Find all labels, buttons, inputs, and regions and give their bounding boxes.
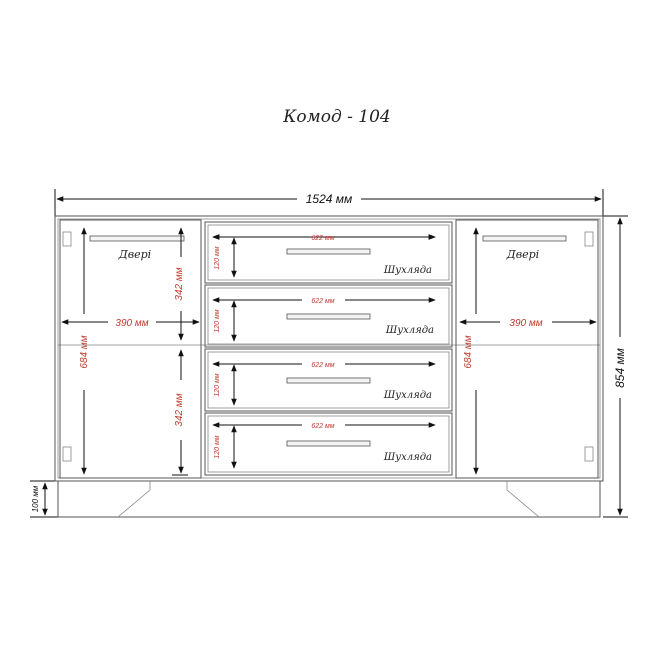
right-door-hinge-bottom bbox=[584, 446, 594, 462]
plinth bbox=[57, 480, 601, 518]
drawer-4-label: Шухляда bbox=[383, 452, 432, 463]
drawer-2-height-label: 120 мм bbox=[214, 309, 221, 332]
left-door-height-label: 684 мм bbox=[79, 335, 90, 368]
drawer-1: 622 мм 120 мм Шухляда bbox=[204, 221, 453, 284]
width-label: 1524 мм bbox=[306, 192, 352, 206]
height-dimension: 854 мм bbox=[603, 215, 628, 518]
drawer-4: 622 мм 120 мм Шухляда bbox=[204, 412, 453, 476]
dresser-body bbox=[54, 215, 604, 518]
left-door: Двері 684 мм 342 мм 342 мм 390 мм bbox=[59, 219, 202, 479]
left-leg bbox=[117, 481, 151, 518]
drawer-3-label: Шухляда bbox=[383, 390, 432, 401]
right-door-height-label: 684 мм bbox=[463, 335, 474, 368]
drawer-2-label: Шухляда bbox=[385, 325, 434, 336]
right-door: Двері 684 мм 390 мм bbox=[455, 219, 599, 479]
right-door-handle bbox=[482, 235, 567, 242]
left-door-hinge-bottom bbox=[62, 446, 72, 462]
left-door-lower-half-label: 342 мм bbox=[174, 393, 185, 426]
right-door-width-label: 390 мм bbox=[509, 318, 542, 329]
drawer-4-handle bbox=[286, 440, 371, 447]
drawer-1-width-label: 622 мм bbox=[311, 235, 334, 242]
drawer-2-width-label: 622 мм bbox=[311, 298, 334, 305]
right-door-hinge-top bbox=[584, 231, 594, 247]
drawer-4-height-label: 120 мм bbox=[214, 435, 221, 458]
drawer-2: 622 мм 120 мм Шухляда bbox=[204, 284, 453, 348]
legs-label: 100 мм bbox=[31, 485, 40, 512]
left-door-hinge-top bbox=[62, 231, 72, 247]
left-door-handle bbox=[89, 235, 185, 242]
right-leg bbox=[506, 481, 540, 518]
drawer-3-width-label: 622 мм bbox=[311, 362, 334, 369]
left-door-label: Двері bbox=[118, 248, 151, 261]
drawer-2-handle bbox=[286, 313, 371, 320]
drawer-3-height-label: 120 мм bbox=[214, 373, 221, 396]
drawer-3-handle bbox=[286, 377, 371, 384]
drawer-1-label: Шухляда bbox=[383, 265, 432, 276]
drawer-1-handle bbox=[286, 248, 371, 255]
left-door-upper-half-label: 342 мм bbox=[174, 267, 185, 300]
drawer-1-height-label: 120 мм bbox=[214, 246, 221, 269]
right-door-label: Двері bbox=[506, 248, 539, 261]
drawer-4-width-label: 622 мм bbox=[311, 423, 334, 430]
width-dimension: 1524 мм bbox=[54, 189, 604, 216]
height-label: 854 мм bbox=[613, 348, 627, 388]
left-door-width-label: 390 мм bbox=[115, 318, 148, 329]
drawing-title: Комод - 104 bbox=[282, 107, 391, 127]
legs-dimension: 100 мм bbox=[30, 480, 58, 518]
drawer-3: 622 мм 120 мм Шухляда bbox=[204, 348, 453, 412]
